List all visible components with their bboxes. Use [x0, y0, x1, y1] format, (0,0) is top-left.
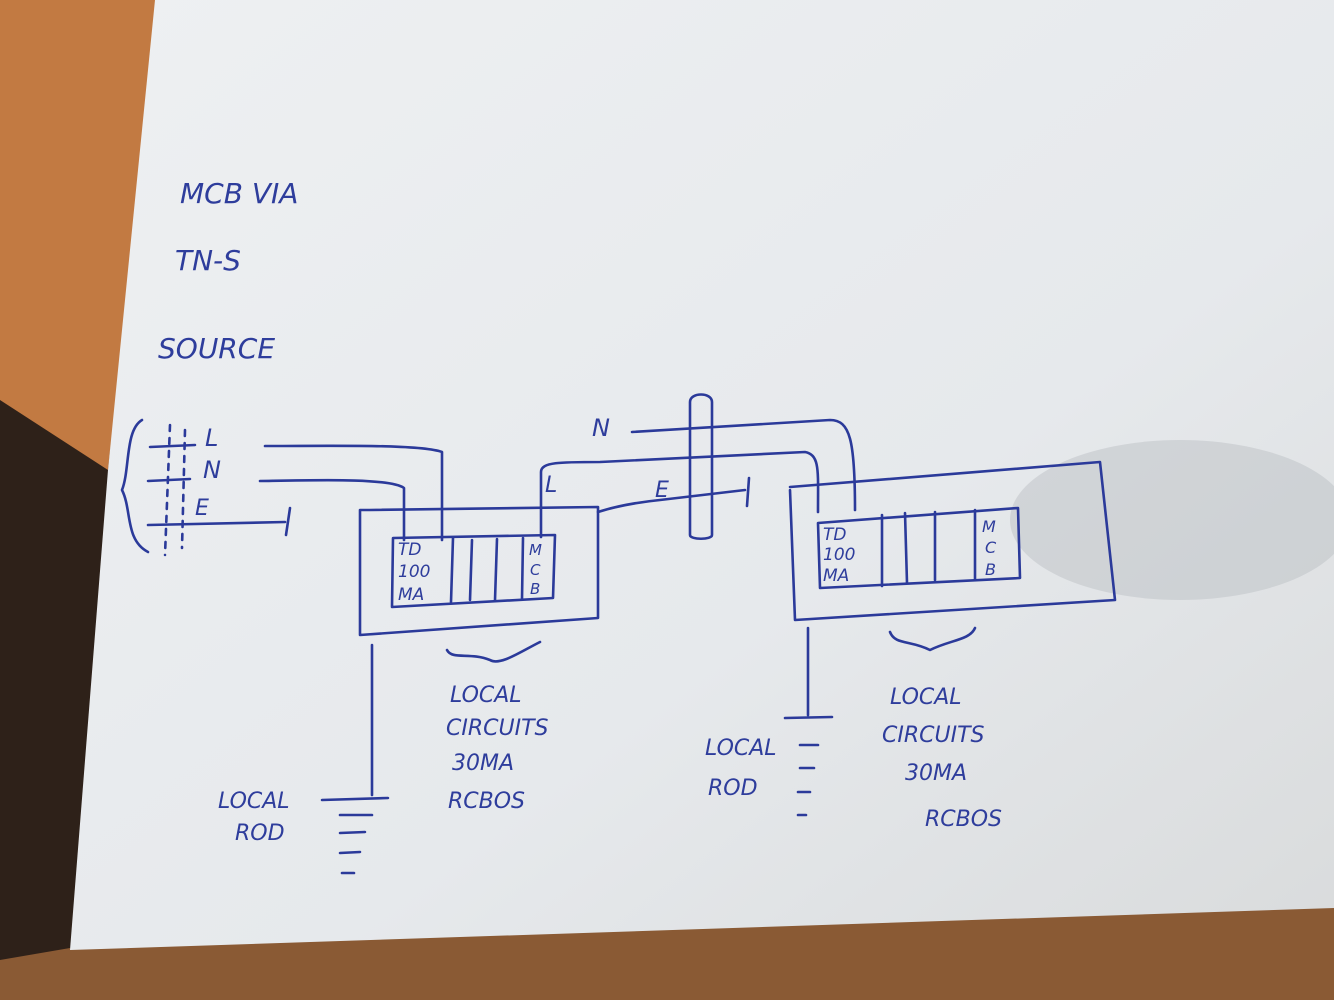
board1-rcd-line2: 100 [398, 562, 430, 582]
board1-rod-line1: LOCAL [218, 789, 290, 814]
board1-mcb-line1: M [529, 541, 542, 559]
board2-rod-line1: LOCAL [705, 736, 777, 761]
paper-sheet [70, 0, 1334, 950]
heading-line2: TN-S [175, 244, 241, 277]
source-earth-label: E [195, 496, 209, 521]
board2-enclosure [783, 460, 1117, 817]
board1-circuits-line3: 30MA [452, 751, 514, 776]
board2-rcd-line2: 100 [823, 545, 855, 565]
submain-cable [630, 393, 857, 541]
board1-enclosure [320, 450, 820, 875]
board2-circuits-line1: LOCAL [890, 685, 962, 710]
board2-circuits-line4: RCBOS [925, 807, 1002, 832]
board2-mcb-line2: C [985, 538, 997, 557]
board1-circuits-line2: CIRCUITS [446, 716, 549, 741]
board1-rcd-line3: MA [398, 585, 424, 605]
board2-mcb-line3: B [985, 560, 996, 579]
source-cable [120, 418, 444, 557]
board1-circuits-line1: LOCAL [450, 683, 522, 708]
board1-circuits-line4: RCBOS [448, 789, 525, 814]
board1-mcb-line2: C [530, 561, 541, 579]
board2-rod-line2: ROD [708, 776, 758, 801]
source-neutral-label: N [203, 456, 221, 484]
wooden-table-bottom [0, 900, 1334, 1000]
board2-circuits-line3: 30MA [905, 761, 967, 786]
board2-mcb-line1: M [982, 517, 996, 536]
link-earth-label: E [655, 478, 669, 503]
link-live-label: L [545, 473, 557, 498]
heading-line3: SOURCE [158, 332, 275, 365]
board1-rod-line2: ROD [235, 821, 285, 846]
board2-circuits-line2: CIRCUITS [882, 723, 985, 748]
board1-rcd-line1: TD [398, 540, 421, 560]
shadow [1010, 440, 1334, 600]
board2-rcd-line3: MA [823, 566, 849, 586]
link-neutral-label: N [592, 414, 610, 442]
source-live-label: L [205, 424, 218, 452]
board1-mcb-line3: B [530, 580, 540, 598]
board2-rcd-line1: TD [823, 525, 846, 545]
heading-line1: MCB VIA [180, 177, 298, 210]
